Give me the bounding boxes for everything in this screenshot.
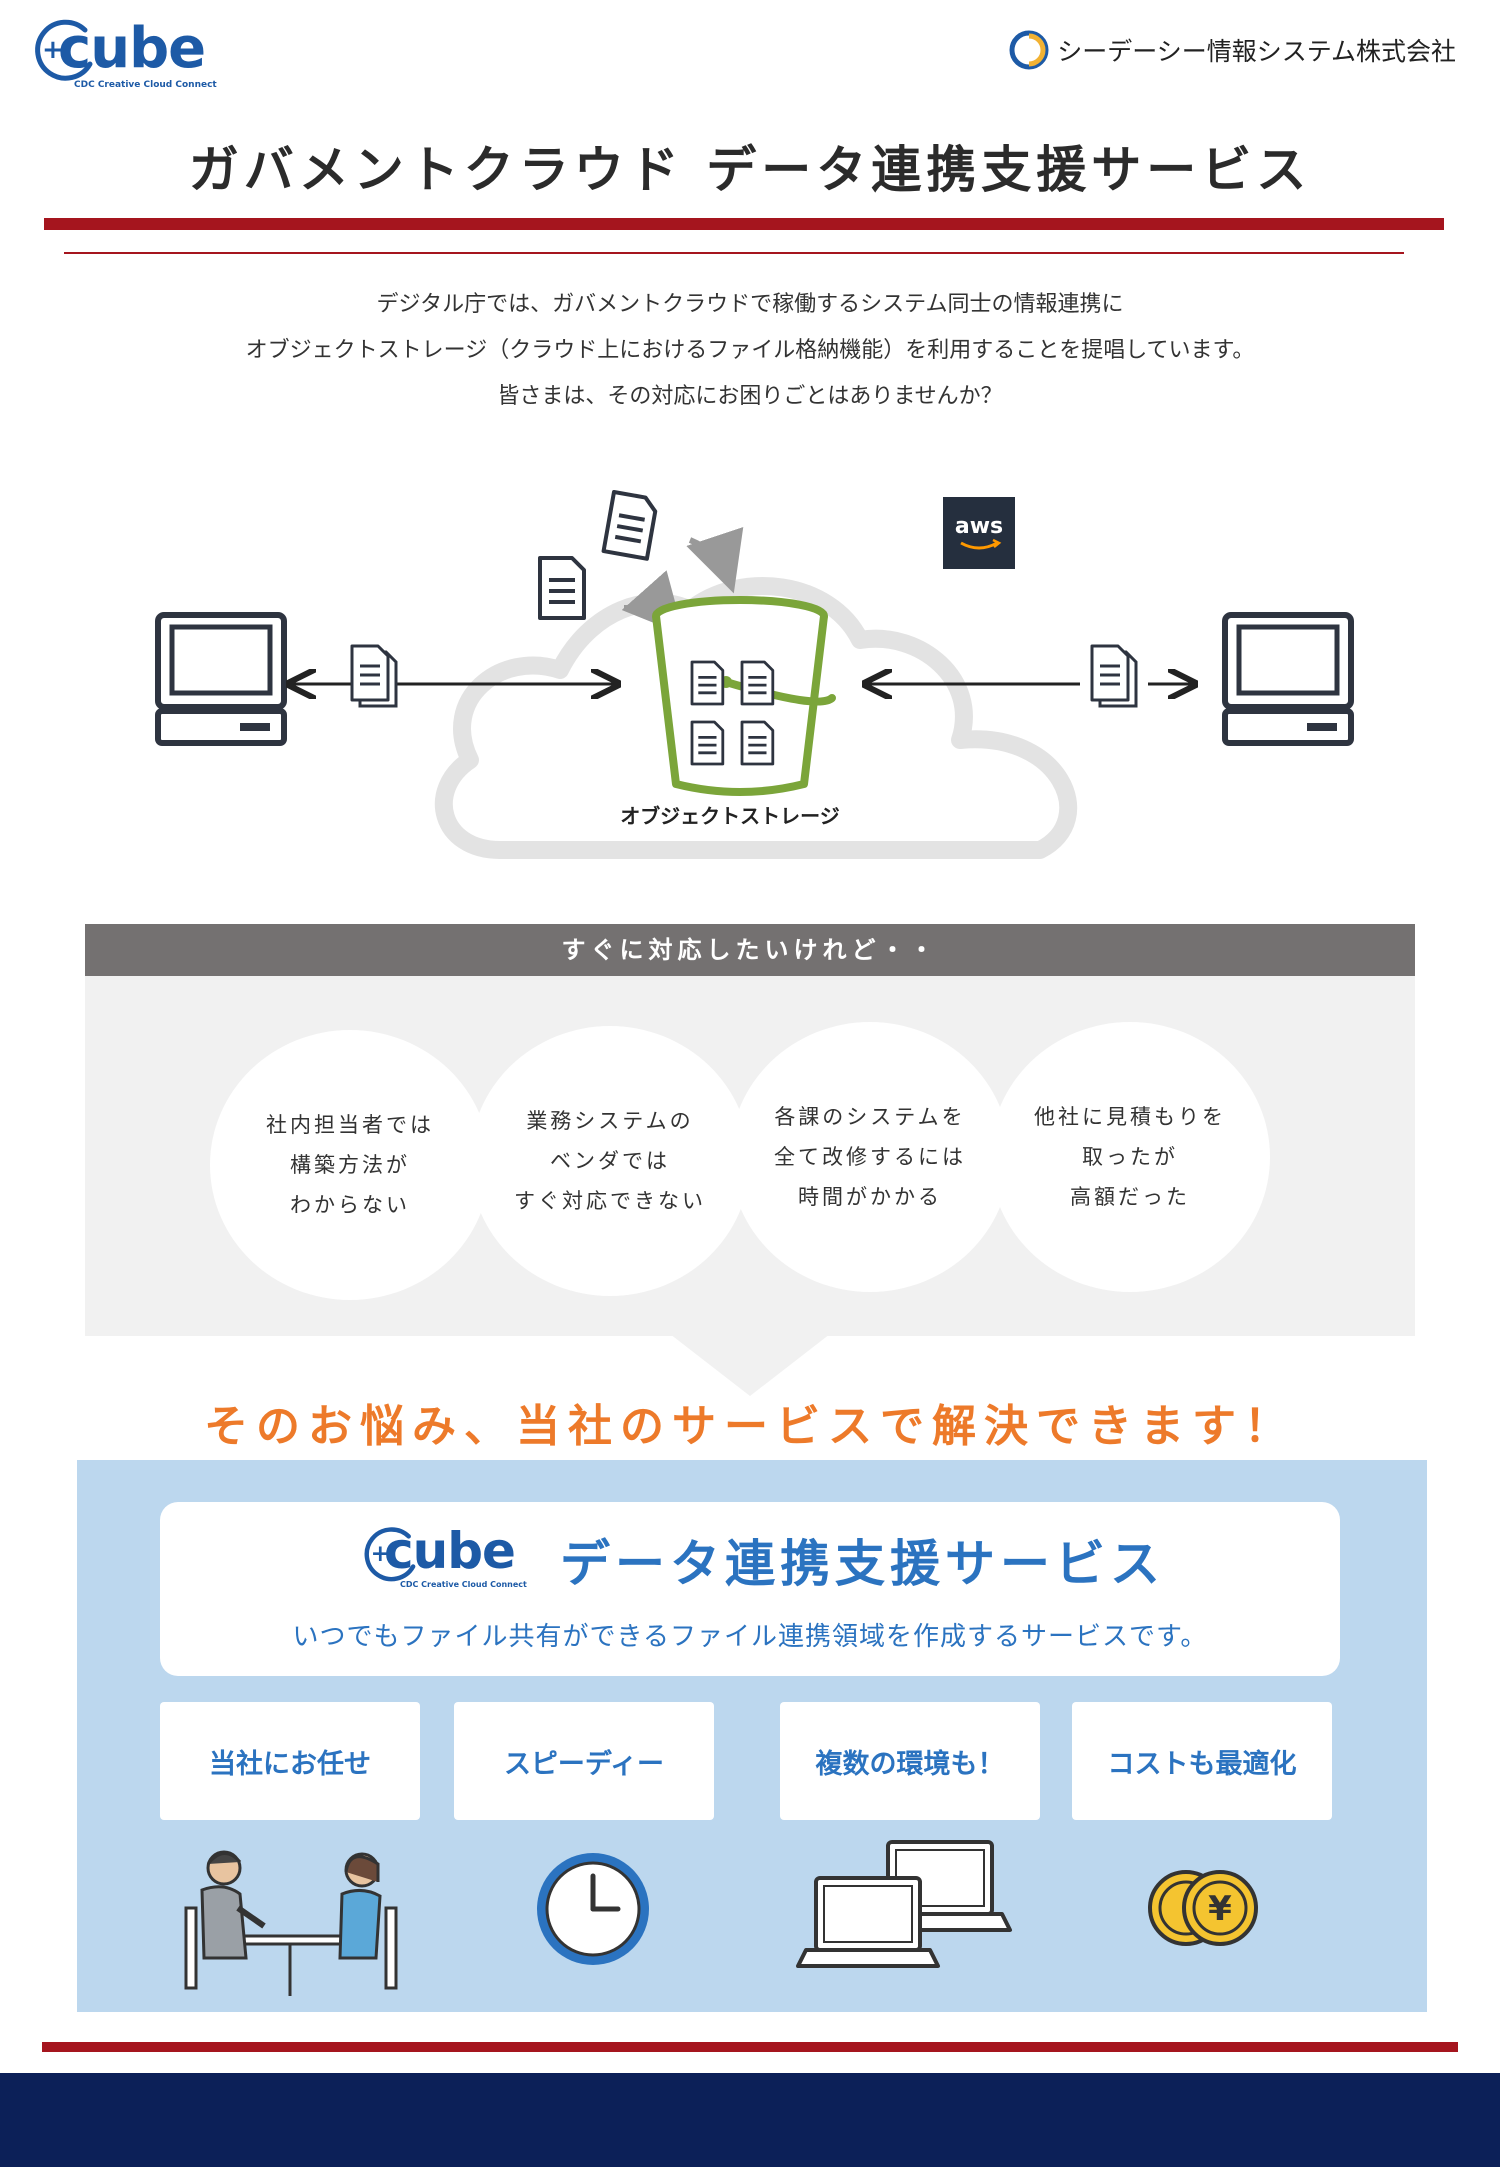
concern-bubble: 他社に見積もりを 取ったが 高額だった — [990, 1022, 1270, 1292]
service-description: いつでもファイル共有ができるファイル連携領域を作成するサービスです。 — [292, 1622, 1208, 1652]
storage-label: オブジェクトストレージ — [620, 804, 840, 828]
document-icon-lower — [538, 556, 586, 620]
footer-rule — [42, 2042, 1458, 2052]
concern-line: 構築方法が — [290, 1153, 410, 1177]
concern-line: 他社に見積もりを — [1034, 1105, 1226, 1129]
computer-left-icon — [158, 615, 284, 743]
concern-line: ベンダでは — [550, 1149, 670, 1173]
concern-line: 業務システムの — [526, 1109, 694, 1133]
concern-line: すぐ対応できない — [514, 1189, 706, 1213]
multiple-laptops-icon — [796, 1840, 1012, 1968]
concern-line: わからない — [290, 1193, 410, 1217]
concern-line: 各課のシステムを — [774, 1105, 966, 1129]
feature-card: コストも最適化 — [1072, 1702, 1332, 1820]
document-icon-upper — [601, 490, 660, 561]
aws-badge-text: aws — [955, 514, 1003, 539]
consultation-icon — [184, 1850, 398, 1996]
storage-bucket-icon — [652, 596, 836, 796]
concern-bubble: 各課のシステムを 全て改修するには 時間がかかる — [730, 1022, 1010, 1292]
feature-card: 当社にお任せ — [160, 1702, 420, 1820]
feature-card: 複数の環境も！ — [780, 1702, 1040, 1820]
concern-line: 全て改修するには — [774, 1145, 966, 1169]
file-icon-left — [350, 644, 398, 708]
svg-text:¥: ¥ — [1208, 1889, 1232, 1929]
aws-badge: aws — [943, 497, 1015, 569]
service-cube-logo: + cube CDC Creative Cloud Connect — [360, 1522, 540, 1592]
concern-bubble: 業務システムの ベンダでは すぐ対応できない — [470, 1026, 750, 1296]
problem-area: 社内担当者では 構築方法が わからない 業務システムの ベンダでは すぐ対応でき… — [85, 976, 1415, 1336]
intro-text: デジタル庁では、ガバメントクラウドで稼働するシステム同士の情報連携に オブジェク… — [0, 282, 1500, 420]
title-rule-thin — [64, 252, 1404, 254]
intro-line: デジタル庁では、ガバメントクラウドで稼働するシステム同士の情報連携に — [376, 292, 1124, 317]
company-brand: シーデーシー情報システム株式会社 — [1009, 30, 1456, 70]
cube-logo-ring-icon: + — [35, 19, 93, 81]
problem-header: すぐに対応したいけれど・・ — [85, 924, 1415, 976]
company-emblem-icon — [1009, 30, 1049, 70]
concern-line: 高額だった — [1070, 1185, 1190, 1209]
feature-card: スピーディー — [454, 1702, 714, 1820]
yen-coins-icon: ¥ — [1148, 1870, 1258, 1946]
cube-logo: + cube CDC Creative Cloud Connect — [30, 14, 217, 90]
clock-icon — [537, 1853, 649, 1965]
intro-line: オブジェクトストレージ（クラウド上におけるファイル格納機能）を利用することを提唱… — [245, 338, 1255, 363]
svg-text:+: + — [42, 35, 64, 65]
concern-bubble: 社内担当者では 構築方法が わからない — [210, 1030, 490, 1300]
data-exchange-diagram: aws — [0, 490, 1500, 859]
solution-headline: そのお悩み、当社のサービスで解決できます！ — [204, 1401, 1296, 1452]
logo-word: cube — [384, 1522, 516, 1580]
concern-line: 時間がかかる — [798, 1185, 942, 1209]
title-rule-thick — [44, 218, 1444, 230]
logo-tagline: CDC Creative Cloud Connect — [74, 80, 217, 90]
speech-pointer — [670, 1334, 830, 1396]
concern-line: 社内担当者では — [266, 1113, 434, 1137]
footer-band — [0, 2073, 1500, 2167]
intro-line: 皆さまは、その対応にお困りごとはありませんか？ — [497, 384, 1003, 409]
company-name: シーデーシー情報システム株式会社 — [1057, 37, 1456, 66]
logo-tagline: CDC Creative Cloud Connect — [400, 1580, 527, 1589]
concern-line: 取ったが — [1082, 1145, 1178, 1169]
file-icon-right — [1090, 644, 1138, 708]
service-name: データ連携支援サービス — [560, 1535, 1165, 1593]
service-card — [160, 1502, 1340, 1676]
cube-logo-ring-icon: + — [364, 1527, 416, 1582]
logo-word: cube — [58, 16, 206, 81]
svg-text:+: + — [371, 1541, 390, 1567]
computer-right-icon — [1225, 615, 1351, 743]
page-title: ガバメントクラウド データ連携支援サービス — [188, 141, 1312, 199]
